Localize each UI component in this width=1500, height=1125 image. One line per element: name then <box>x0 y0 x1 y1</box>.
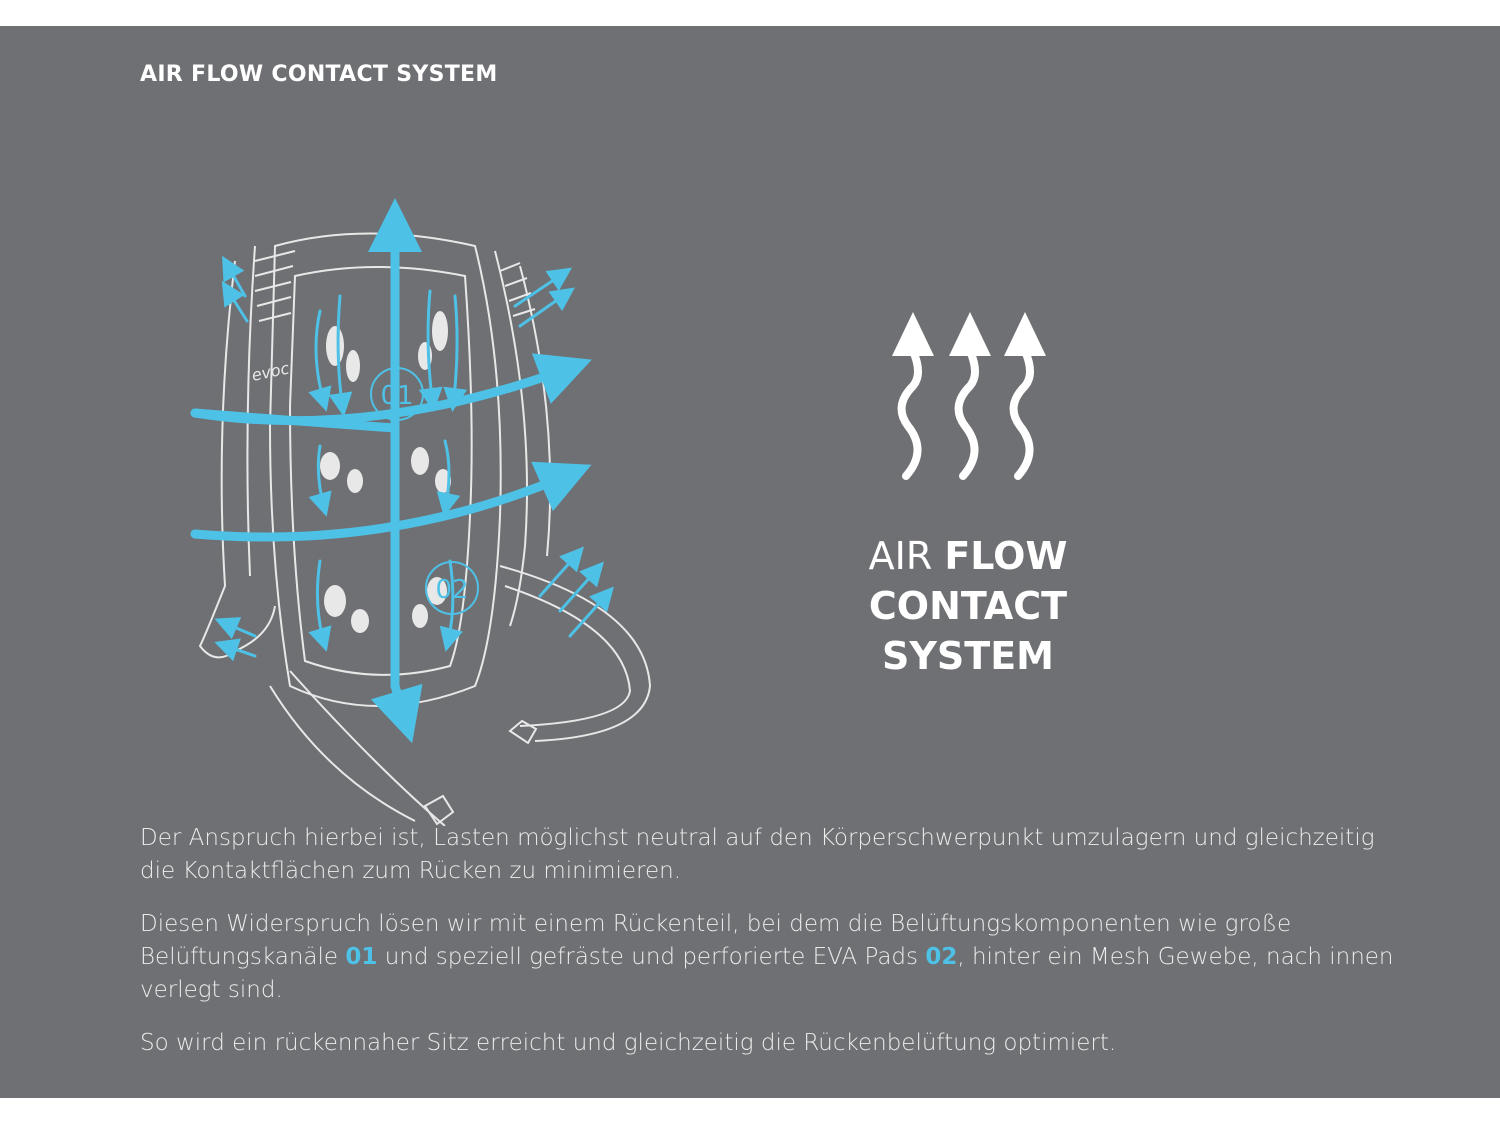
logo-flow: FLOW <box>944 534 1068 578</box>
section-title: AIR FLOW CONTACT SYSTEM <box>140 62 498 87</box>
label-channels: 01 <box>380 381 413 411</box>
paragraph-2: Diesen Widerspruch lösen wir mit einem R… <box>140 908 1400 1007</box>
logo-line-1: AIR FLOW <box>868 536 1068 576</box>
brand-mark: evoc <box>250 358 291 385</box>
paragraph-1: Der Anspruch hierbei ist, Lasten möglich… <box>140 825 1375 884</box>
p2-text-1: Diesen Widerspruch lösen wir mit einem R… <box>140 911 1292 970</box>
ref-02: 02 <box>925 944 958 970</box>
wavy-arrows-icon <box>892 312 1046 480</box>
ref-01: 01 <box>345 944 378 970</box>
logo-line-2: CONTACT <box>868 584 1068 628</box>
paragraph-3: So wird ein rückennaher Sitz erreicht un… <box>140 1030 1117 1056</box>
label-pads: 02 <box>435 575 468 605</box>
p2-text-3: , hinter ein Mesh Gewebe, nach innen ver… <box>140 944 1394 1003</box>
logo-air: AIR <box>868 534 933 578</box>
description: Der Anspruch hierbei ist, Lasten möglich… <box>140 822 1400 1080</box>
logo-line-3: SYSTEM <box>882 634 1054 678</box>
backpack-illustration: evoc <box>190 198 652 826</box>
content-panel: AIR FLOW CONTACT SYSTEM <box>0 26 1500 1098</box>
p2-text-2: und speziell gefräste und perforierte EV… <box>377 944 926 970</box>
airflow-logo: AIR FLOW CONTACT SYSTEM <box>868 306 1068 676</box>
